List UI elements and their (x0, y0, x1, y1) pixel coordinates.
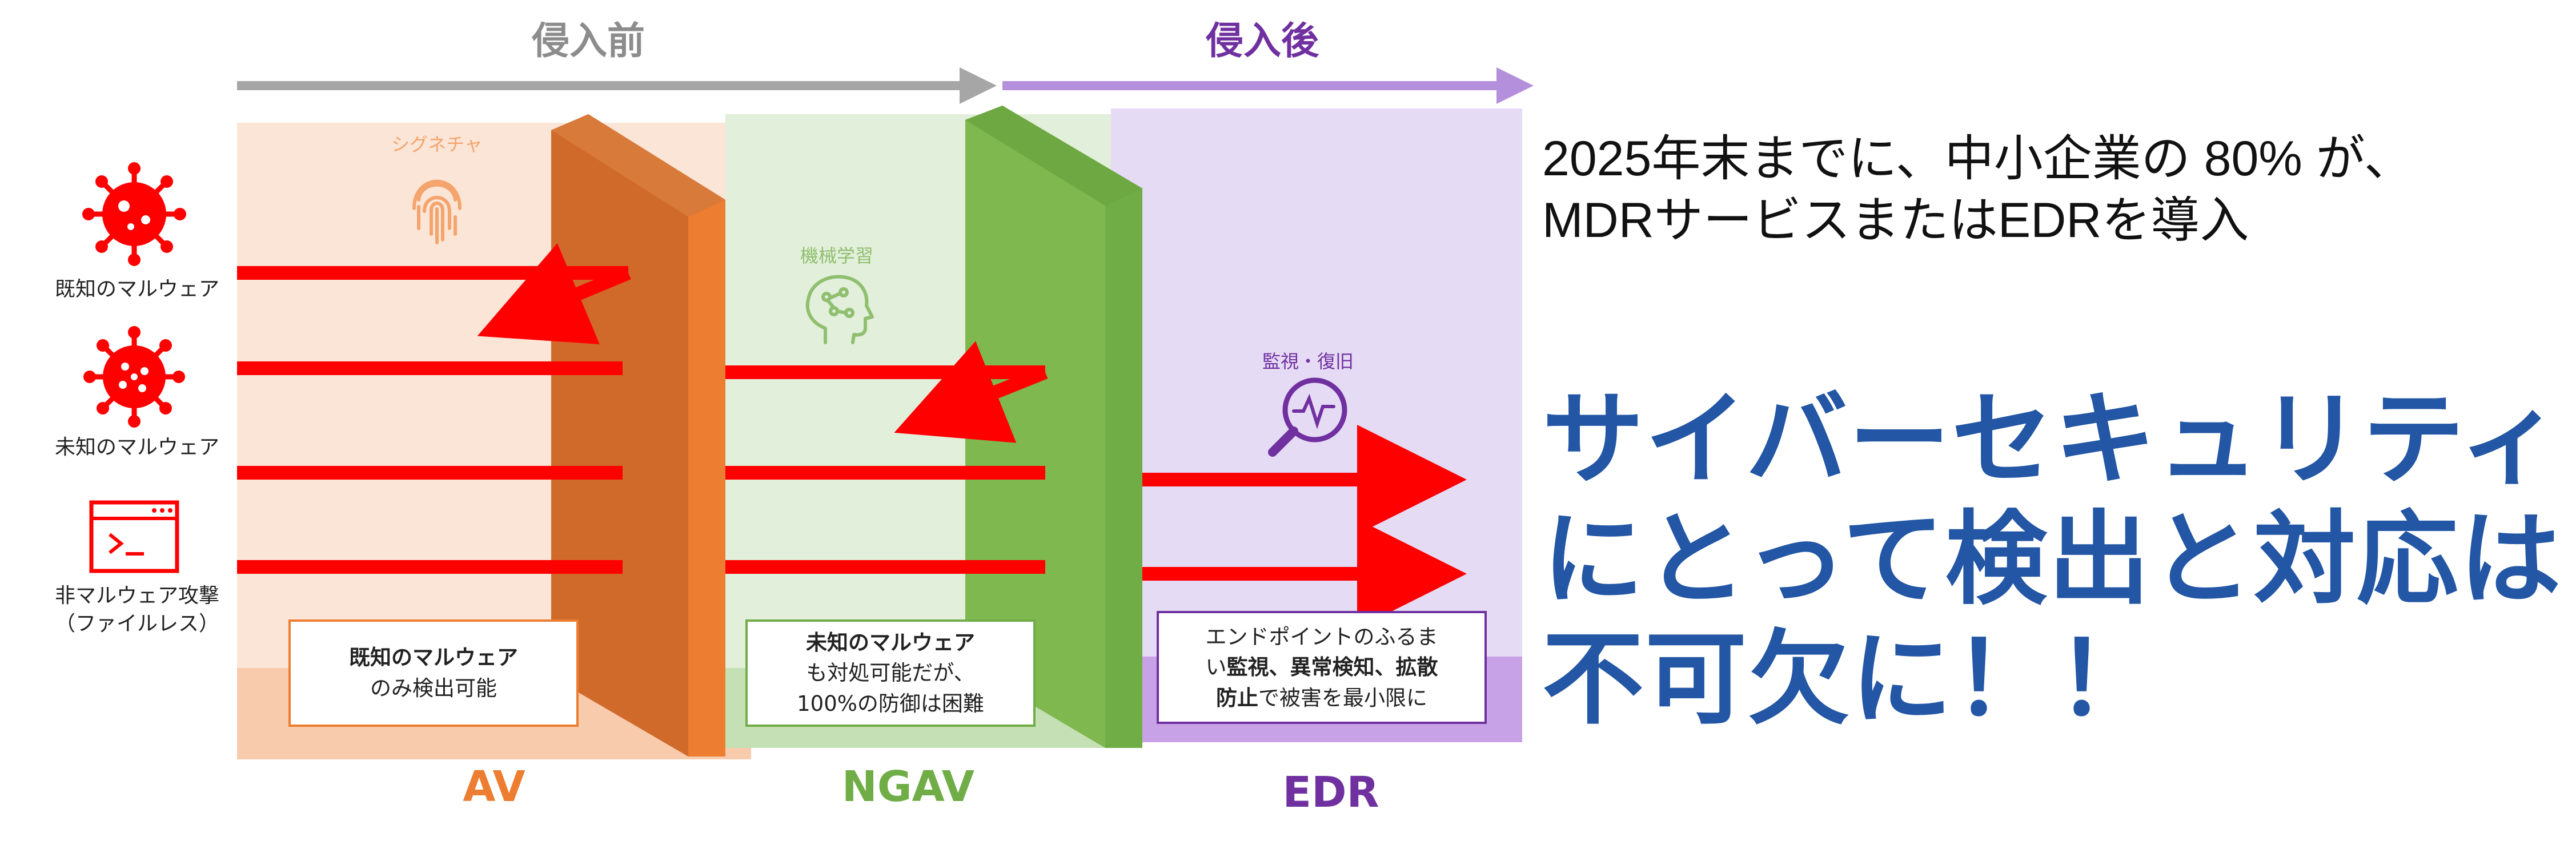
av-box-rest: のみ検出可能 (370, 676, 497, 701)
adoption-stat: 2025年末までに、中小企業の 80% が、 MDRサービスまたはEDRを導入 (1542, 128, 2565, 251)
av-box-bold: 既知のマルウェア (349, 645, 518, 670)
virus-icon (82, 162, 186, 266)
phase-after-label: 侵入後 (1206, 19, 1319, 63)
adoption-stat-line2: MDRサービスまたはEDRを導入 (1542, 192, 2249, 248)
av-caption: シグネチャ (391, 134, 483, 155)
edr-box-line2a: い (1205, 655, 1227, 680)
threat-label-fileless: 非マルウェア攻撃 （ファイルレス） (23, 582, 251, 638)
pre-intrusion-arrow (237, 67, 997, 104)
terminal-icon (89, 500, 179, 573)
known-malware-bounce (477, 243, 631, 345)
edr-layer-name: EDR (1282, 768, 1379, 817)
threat-arrows (237, 243, 1467, 629)
headline-line1: サイバーセキュリティ (1542, 380, 2562, 498)
virus-icon (83, 326, 185, 428)
edr-box-line3a: 防止 (1216, 685, 1258, 710)
edr-box-line2b: 監視、異常検知、拡散 (1226, 655, 1438, 680)
post-intrusion-arrow (1002, 67, 1534, 104)
headline: サイバーセキュリティ にとって検出と対応は 不可欠に！！ (1542, 380, 2570, 739)
headline-line3: 不可欠に！！ (1542, 620, 2159, 739)
edr-description-box: エンドポイントのふるま い監視、異常検知、拡散 防止で被害を最小限に (1157, 611, 1487, 724)
adoption-stat-line1: 2025年末までに、中小企業の 80% が、 (1542, 131, 2413, 186)
ngav-caption: 機械学習 (800, 245, 873, 267)
ngav-description-box: 未知のマルウェア も対処可能だが、 100%の防御は困難 (745, 619, 1036, 727)
magnifier-icon (1268, 377, 1347, 457)
ngav-layer-name: NGAV (841, 762, 975, 811)
threat-label-fileless-line2: （ファイルレス） (54, 611, 219, 635)
av-layer-name: AV (463, 762, 525, 811)
headline-line2: にとって検出と対応は (1542, 500, 2562, 619)
threat-label-fileless-line1: 非マルウェア攻撃 (54, 584, 219, 607)
edr-box-line1: エンドポイントのふるま (1205, 624, 1438, 649)
ngav-box-bold: 未知のマルウェア (806, 630, 975, 655)
ngav-box-line2: も対処可能だが、 (806, 661, 975, 686)
ngav-wall (965, 106, 1142, 748)
av-description-box: 既知のマルウェア のみ検出可能 (288, 619, 579, 727)
threat-label-unknown-malware: 未知のマルウェア (54, 436, 219, 459)
threat-label-known-malware: 既知のマルウェア (54, 277, 219, 301)
brain-icon (805, 275, 874, 344)
phase-before-label: 侵入前 (532, 19, 645, 63)
fingerprint-icon (412, 179, 462, 244)
edr-caption: 監視・復旧 (1262, 351, 1354, 372)
ngav-box-line3: 100%の防御は困難 (797, 691, 984, 716)
unknown-malware-bounce (894, 341, 1048, 443)
edr-box-line3b: で被害を最小限に (1258, 685, 1427, 710)
